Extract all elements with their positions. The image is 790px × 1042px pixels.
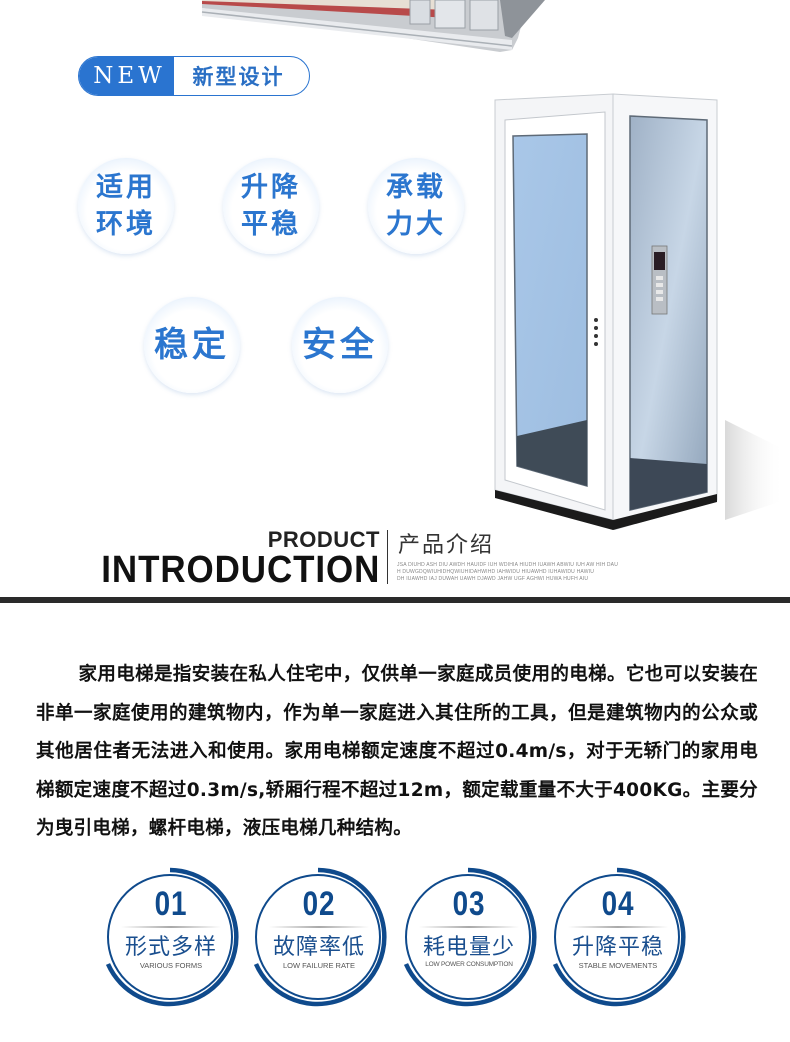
product-word: PRODUCT xyxy=(267,527,380,552)
feature-title: 形式多样 xyxy=(124,935,217,960)
feature-number: 01 xyxy=(154,885,188,923)
new-design-badge: NEW 新型设计 xyxy=(78,56,310,96)
feature-bubble-load-capacity: 承载 力大 xyxy=(368,158,464,254)
ring-icon xyxy=(105,867,239,1007)
ring-icon xyxy=(403,867,537,1007)
feature-subtitle: LOW FAILURE RATE xyxy=(283,961,355,970)
feature-bubble-safe: 安全 xyxy=(292,297,388,393)
feature-divider xyxy=(269,926,369,928)
bubble-text: 承载 xyxy=(386,172,446,203)
filler-line: H DUWGDQWIUHIDHQWIUHIDAHWIHD IAHWIDU HIU… xyxy=(397,569,595,575)
product-introduction-header: PRODUCT INTRODUCTION 产品介绍 JSA DIUHD ASH … xyxy=(0,524,790,591)
feature-title: 故障率低 xyxy=(272,935,365,960)
feature-subtitle: LOW POWER CONSUMPTION xyxy=(425,961,513,968)
feature-subtitle: VARIOUS FORMS xyxy=(139,961,203,970)
feature-bubble-environment: 适用 环境 xyxy=(78,158,174,254)
product-description: 家用电梯是指安装在私人住宅中，仅供单一家庭成员使用的电梯。它也可以安装在非单一家… xyxy=(36,664,758,839)
product-intro-cn-title: 产品介绍 xyxy=(398,533,495,558)
feature-number: 03 xyxy=(452,885,486,923)
feature-bubble-smooth-lift: 升降 平稳 xyxy=(223,158,319,254)
ring-icon xyxy=(253,867,387,1007)
bubble-text: 安全 xyxy=(302,324,378,365)
feature-ring-03: 03 耗电量少 LOW POWER CONSUMPTION xyxy=(399,867,539,1007)
new-design-label: 新型设计 xyxy=(192,65,285,89)
feature-ring-01: 01 形式多样 VARIOUS FORMS xyxy=(101,867,241,1007)
introduction-word: INTRODUCTION xyxy=(100,549,380,591)
bubble-text: 平稳 xyxy=(241,209,301,240)
feature-ring-04: 04 升降平稳 STABLE MOVEMENTS xyxy=(548,867,688,1007)
bubble-text: 升降 xyxy=(241,172,301,203)
feature-subtitle: STABLE MOVEMENTS xyxy=(578,961,658,970)
bubble-text: 力大 xyxy=(386,209,446,240)
feature-divider xyxy=(419,926,519,928)
feature-title: 耗电量少 xyxy=(422,935,515,960)
decorative-filler-text: JSA DIUHD ASH DIU AWDH HAUIDF IUH WDIHIA… xyxy=(397,562,657,583)
bubble-text: 环境 xyxy=(96,209,156,240)
ring-icon xyxy=(552,867,686,1007)
new-label: NEW xyxy=(79,57,174,95)
section-divider-bar xyxy=(0,597,790,603)
bubble-text: 适用 xyxy=(96,172,156,203)
feature-number: 04 xyxy=(601,885,635,923)
filler-line: DH IUAWHD IAJ DUWAH UAWH DJAWD JAHW UGF … xyxy=(397,576,589,582)
home-elevator-image xyxy=(485,90,785,531)
bubble-text: 稳定 xyxy=(154,324,230,365)
feature-bubble-stable: 稳定 xyxy=(144,297,240,393)
feature-title: 升降平稳 xyxy=(571,935,664,960)
header-divider xyxy=(387,530,388,584)
feature-number: 02 xyxy=(302,885,336,923)
feature-divider xyxy=(121,926,221,928)
feature-ring-02: 02 故障率低 LOW FAILURE RATE xyxy=(249,867,389,1007)
filler-line: JSA DIUHD ASH DIU AWDH HAUIDF IUH WDIHIA… xyxy=(397,562,619,568)
top-product-image xyxy=(200,0,545,52)
feature-divider xyxy=(568,926,668,928)
